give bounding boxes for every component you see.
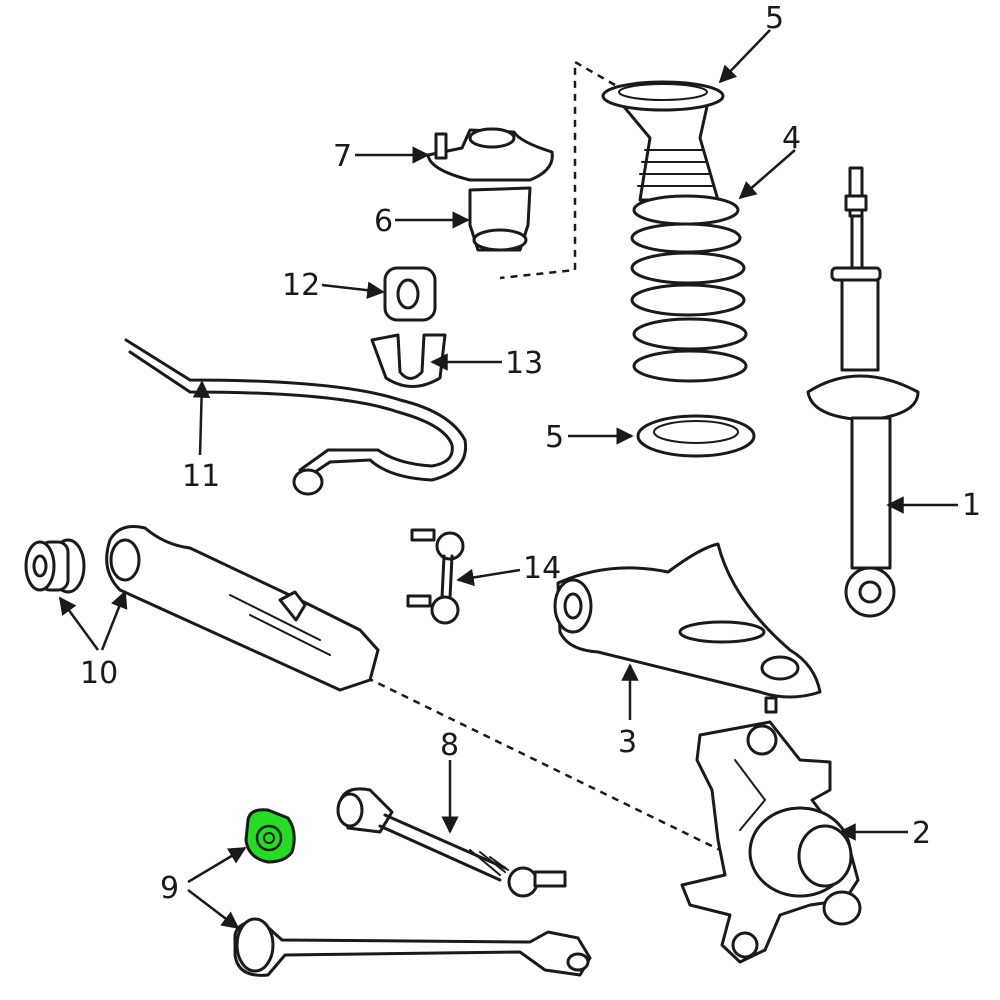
part-support-mount (426, 127, 554, 182)
part-lower-link (233, 917, 592, 977)
leader-4 (738, 149, 796, 200)
part-lower-arm-bushing (24, 538, 86, 594)
leader-5-top (718, 29, 771, 84)
part-stabilizer-link (406, 528, 465, 625)
callout-8: 8 (440, 728, 459, 763)
callout-12: 12 (282, 268, 320, 303)
part-coil-spring (618, 100, 748, 383)
leader-10-left (58, 596, 100, 651)
assembly-dash-lower-arm (354, 670, 721, 852)
callout-9: 9 (160, 871, 179, 906)
part-knuckle (680, 720, 862, 964)
callout-13: 13 (505, 346, 543, 381)
callout-6: 6 (374, 204, 393, 239)
part-strut-rod (336, 787, 567, 898)
callout-14: 14 (523, 551, 561, 586)
part-stabilizer-bar-end (292, 468, 324, 496)
part-upper-arm (553, 542, 822, 714)
part-spring-seat-lower (636, 414, 756, 458)
part-shock-absorber (806, 166, 920, 618)
leader-12 (321, 281, 385, 299)
leader-10-right (100, 590, 128, 651)
part-stabilizer-bracket (370, 333, 447, 388)
leader-9-lower (187, 889, 240, 930)
callout-5-top: 5 (765, 1, 784, 36)
part-lower-arm (105, 525, 380, 692)
assembly-dash-spring-seat (499, 59, 616, 280)
callout-3: 3 (618, 725, 637, 760)
part-stabilizer-bushing (383, 266, 437, 322)
callout-10: 10 (80, 656, 118, 691)
callout-5-bottom: 5 (545, 420, 564, 455)
callout-11: 11 (182, 459, 220, 494)
part-bushing-highlighted[interactable] (244, 808, 296, 864)
part-stabilizer-bar-inner (128, 350, 454, 472)
callout-7: 7 (333, 139, 352, 174)
leader-14 (456, 568, 521, 587)
part-stabilizer-bar (124, 338, 468, 484)
leader-11 (192, 380, 211, 456)
leader-9-upper (187, 846, 247, 884)
callout-1: 1 (962, 488, 981, 523)
callout-2: 2 (912, 816, 931, 851)
part-bump-stopper (468, 186, 532, 252)
callout-4: 4 (782, 121, 801, 156)
part-spring-seat-upper (601, 80, 725, 112)
